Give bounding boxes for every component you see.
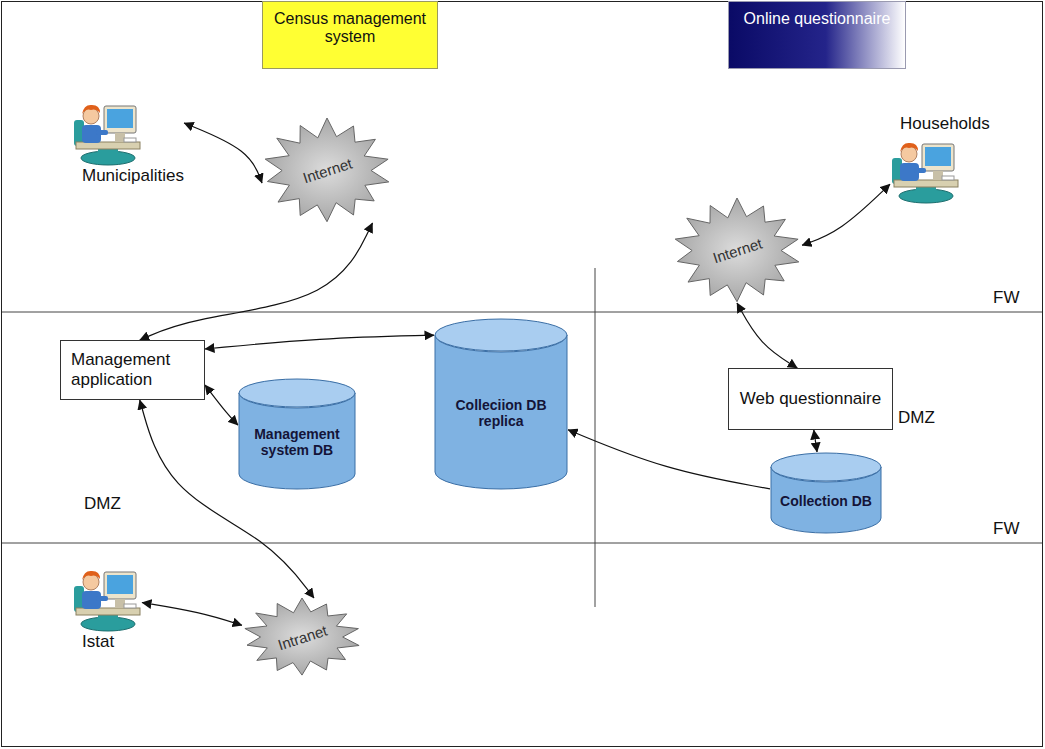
desk-top xyxy=(76,608,140,615)
papers xyxy=(124,138,136,142)
connector-arrow xyxy=(205,385,238,425)
person-hair xyxy=(82,571,100,580)
person-arm xyxy=(96,596,108,601)
database-cylinder: Collection DB xyxy=(770,452,882,534)
section-title: Census management system xyxy=(262,1,438,69)
cloud-shape xyxy=(265,118,389,222)
user-label: Municipalities xyxy=(82,166,184,186)
network-cloud: Internet xyxy=(262,118,392,223)
connector-arrow xyxy=(184,123,262,183)
application-box: Management application xyxy=(60,340,205,400)
papers xyxy=(124,604,136,608)
person-arm xyxy=(96,130,108,135)
monitor-screen xyxy=(107,575,133,594)
monitor xyxy=(922,144,954,171)
node-label: Management application xyxy=(71,350,194,390)
application-box: Web questionnaire xyxy=(728,368,893,430)
connector-arrow xyxy=(802,184,890,245)
cylinder-top xyxy=(771,453,881,481)
firewall-label: FW xyxy=(993,519,1019,539)
monitor xyxy=(104,572,136,599)
user-illustration xyxy=(890,134,960,204)
desk-top xyxy=(76,142,140,149)
monitor xyxy=(104,106,136,133)
connector-arrow xyxy=(140,223,373,340)
network-cloud: Intranet xyxy=(242,598,362,676)
connector-arrow xyxy=(205,335,434,349)
user-label: Households xyxy=(900,114,990,134)
connector-arrow xyxy=(737,303,797,368)
zone-label: DMZ xyxy=(84,494,121,514)
person-arm xyxy=(914,168,926,173)
firewall-line xyxy=(2,312,1042,313)
cloud-shape xyxy=(675,198,799,302)
node-label: Management system DB xyxy=(246,426,348,458)
user-illustration xyxy=(72,96,142,166)
user-icon: Municipalities xyxy=(72,96,184,186)
section-title: Online questionnaire xyxy=(728,1,906,69)
user-icon: Households xyxy=(890,114,990,204)
user-illustration xyxy=(72,562,142,632)
cylinder-top xyxy=(435,319,567,351)
user-icon: Istat xyxy=(72,562,142,652)
cloud-shape xyxy=(245,598,359,675)
desk-top xyxy=(894,180,958,187)
papers xyxy=(942,176,954,180)
monitor-screen xyxy=(107,109,133,128)
node-label: Census management system xyxy=(273,10,427,46)
connector-arrow xyxy=(568,430,770,489)
person-hair xyxy=(900,143,918,152)
monitor-screen xyxy=(925,147,951,166)
zone-label: DMZ xyxy=(898,408,935,428)
user-label: Istat xyxy=(82,632,114,652)
firewall-line xyxy=(2,543,1042,544)
connector-arrow xyxy=(142,603,242,626)
person-hair xyxy=(82,105,100,114)
node-label: Colleciion DB replica xyxy=(442,397,560,429)
node-label: Collection DB xyxy=(780,493,872,509)
cylinder-top xyxy=(239,379,355,407)
database-cylinder: Management system DB xyxy=(238,378,356,490)
database-cylinder: Colleciion DB replica xyxy=(434,318,568,490)
zone-divider xyxy=(595,268,596,607)
network-cloud: Internet xyxy=(672,198,802,303)
node-label: Online questionnaire xyxy=(744,10,891,28)
firewall-label: FW xyxy=(993,288,1019,308)
connector-arrow xyxy=(814,430,817,452)
cylinder-body xyxy=(435,335,567,489)
node-label: Web questionnaire xyxy=(740,389,881,409)
